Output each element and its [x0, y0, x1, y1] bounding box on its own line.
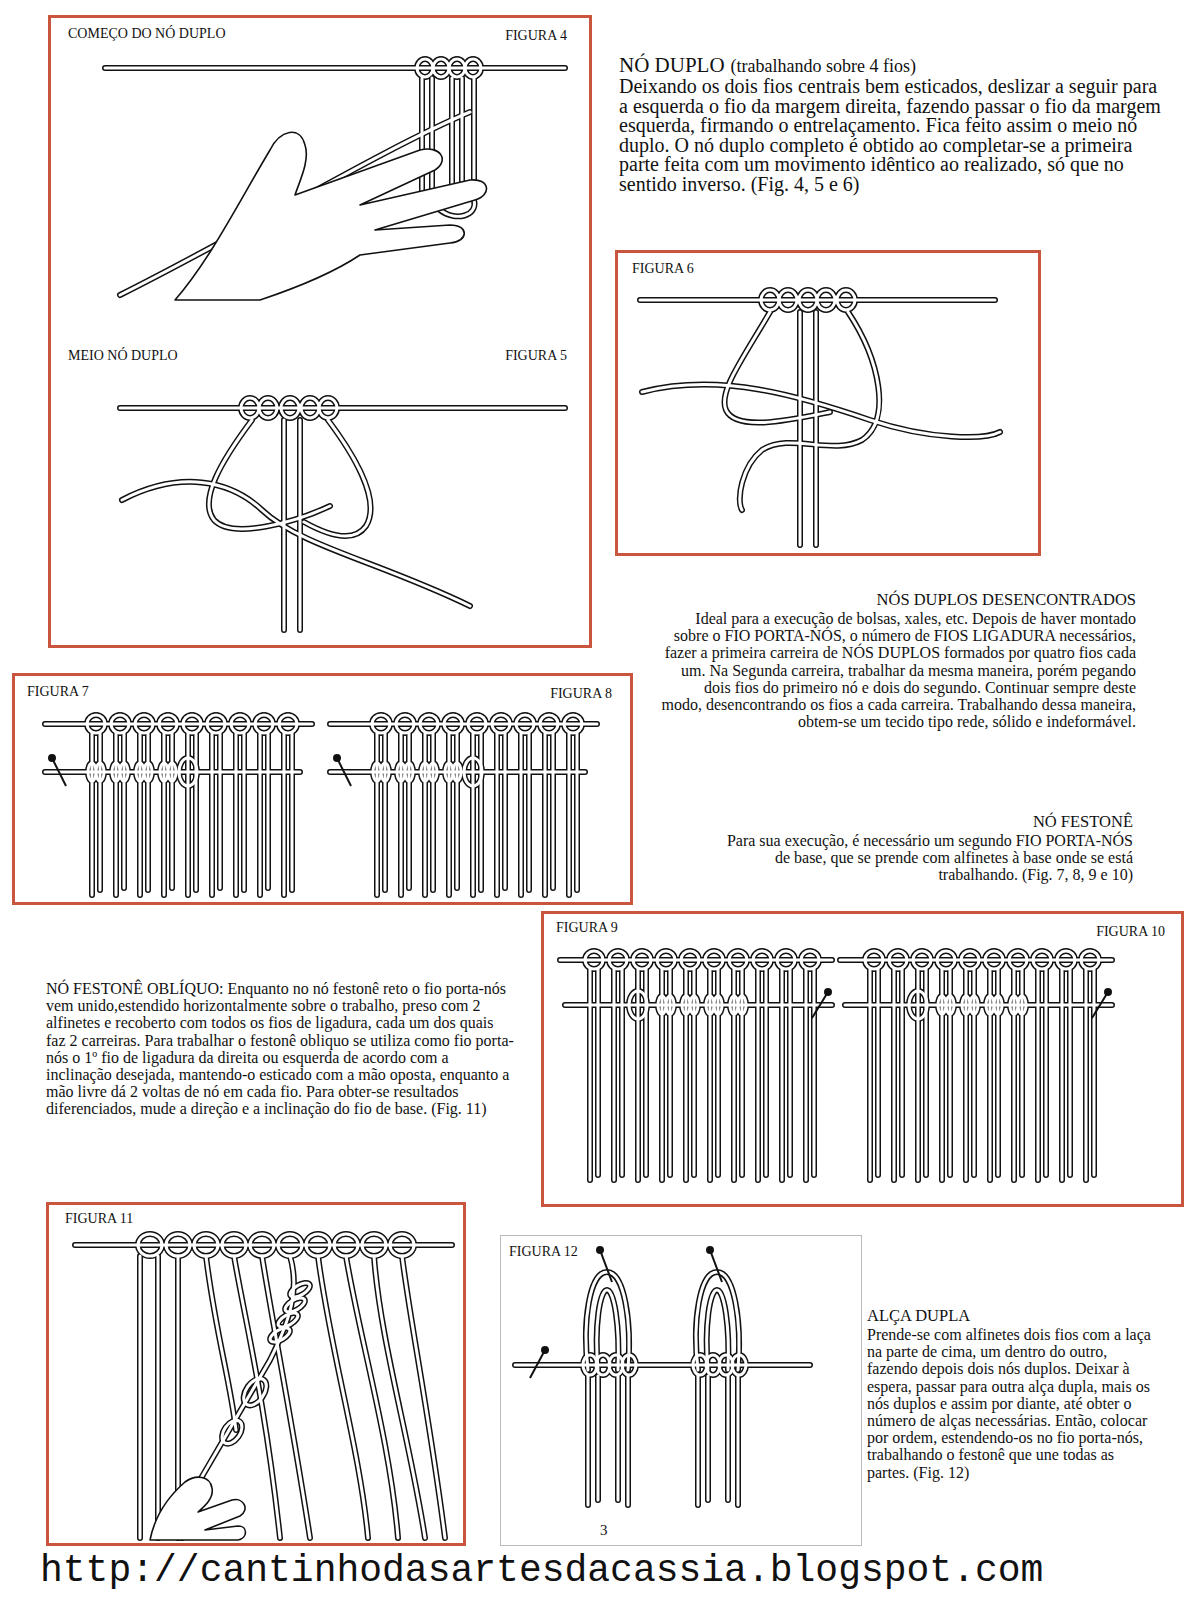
figure-panel: COMEÇO DO NÓ DUPLO FIGURA 4 MEIO NÓ DUPLO F…	[48, 15, 592, 648]
figure-caption: FIGURA 4	[505, 28, 567, 44]
figure-panel: FIGURA 7 FIGURA 8	[12, 673, 633, 905]
watermark-url: http://cantinhodasartesdacassia.blogspot…	[40, 1549, 1043, 1593]
figure-caption: FIGURA 8	[550, 686, 612, 702]
body-text: Prende-se com alfinetes dois fios com a …	[867, 1326, 1152, 1481]
figure-panel: FIGURA 6	[615, 250, 1041, 556]
body-text: Deixando os dois fios centrais bem estic…	[619, 77, 1167, 195]
section-heading: NÓ DUPLO	[619, 53, 725, 77]
figure-caption: FIGURA 6	[632, 261, 694, 277]
body-text: NÓ FESTONÊ OBLÍQUO: Enquanto no nó festo…	[46, 980, 516, 1118]
figure-caption: FIGURA 12	[509, 1244, 578, 1260]
body-text: Para sua execução, é necessário um segun…	[720, 832, 1133, 884]
figure-caption: MEIO NÓ DUPLO	[68, 348, 178, 364]
figure-caption: FIGURA 10	[1096, 924, 1165, 940]
body-text: Ideal para a execução de bolsas, xales, …	[660, 610, 1136, 730]
figure-caption: FIGURA 11	[65, 1211, 133, 1227]
figure-caption: FIGURA 9	[556, 920, 618, 936]
page-number: 3	[600, 1522, 608, 1539]
figure-panel: FIGURA 9 FIGURA 10	[541, 911, 1184, 1207]
section-subheading: (trabalhando sobre 4 fios)	[731, 56, 916, 77]
figure-caption: FIGURA 7	[27, 684, 89, 700]
figure-caption: COMEÇO DO NÓ DUPLO	[68, 26, 226, 42]
figure-panel: FIGURA 12	[500, 1235, 862, 1546]
figure-panel: FIGURA 11	[46, 1202, 466, 1546]
figure-caption: FIGURA 5	[505, 348, 567, 364]
section-heading: NÓS DUPLOS DESENCONTRADOS	[877, 590, 1136, 609]
section-heading: ALÇA DUPLA	[867, 1306, 970, 1325]
section-heading: NÓ FESTONÊ	[1033, 812, 1133, 831]
